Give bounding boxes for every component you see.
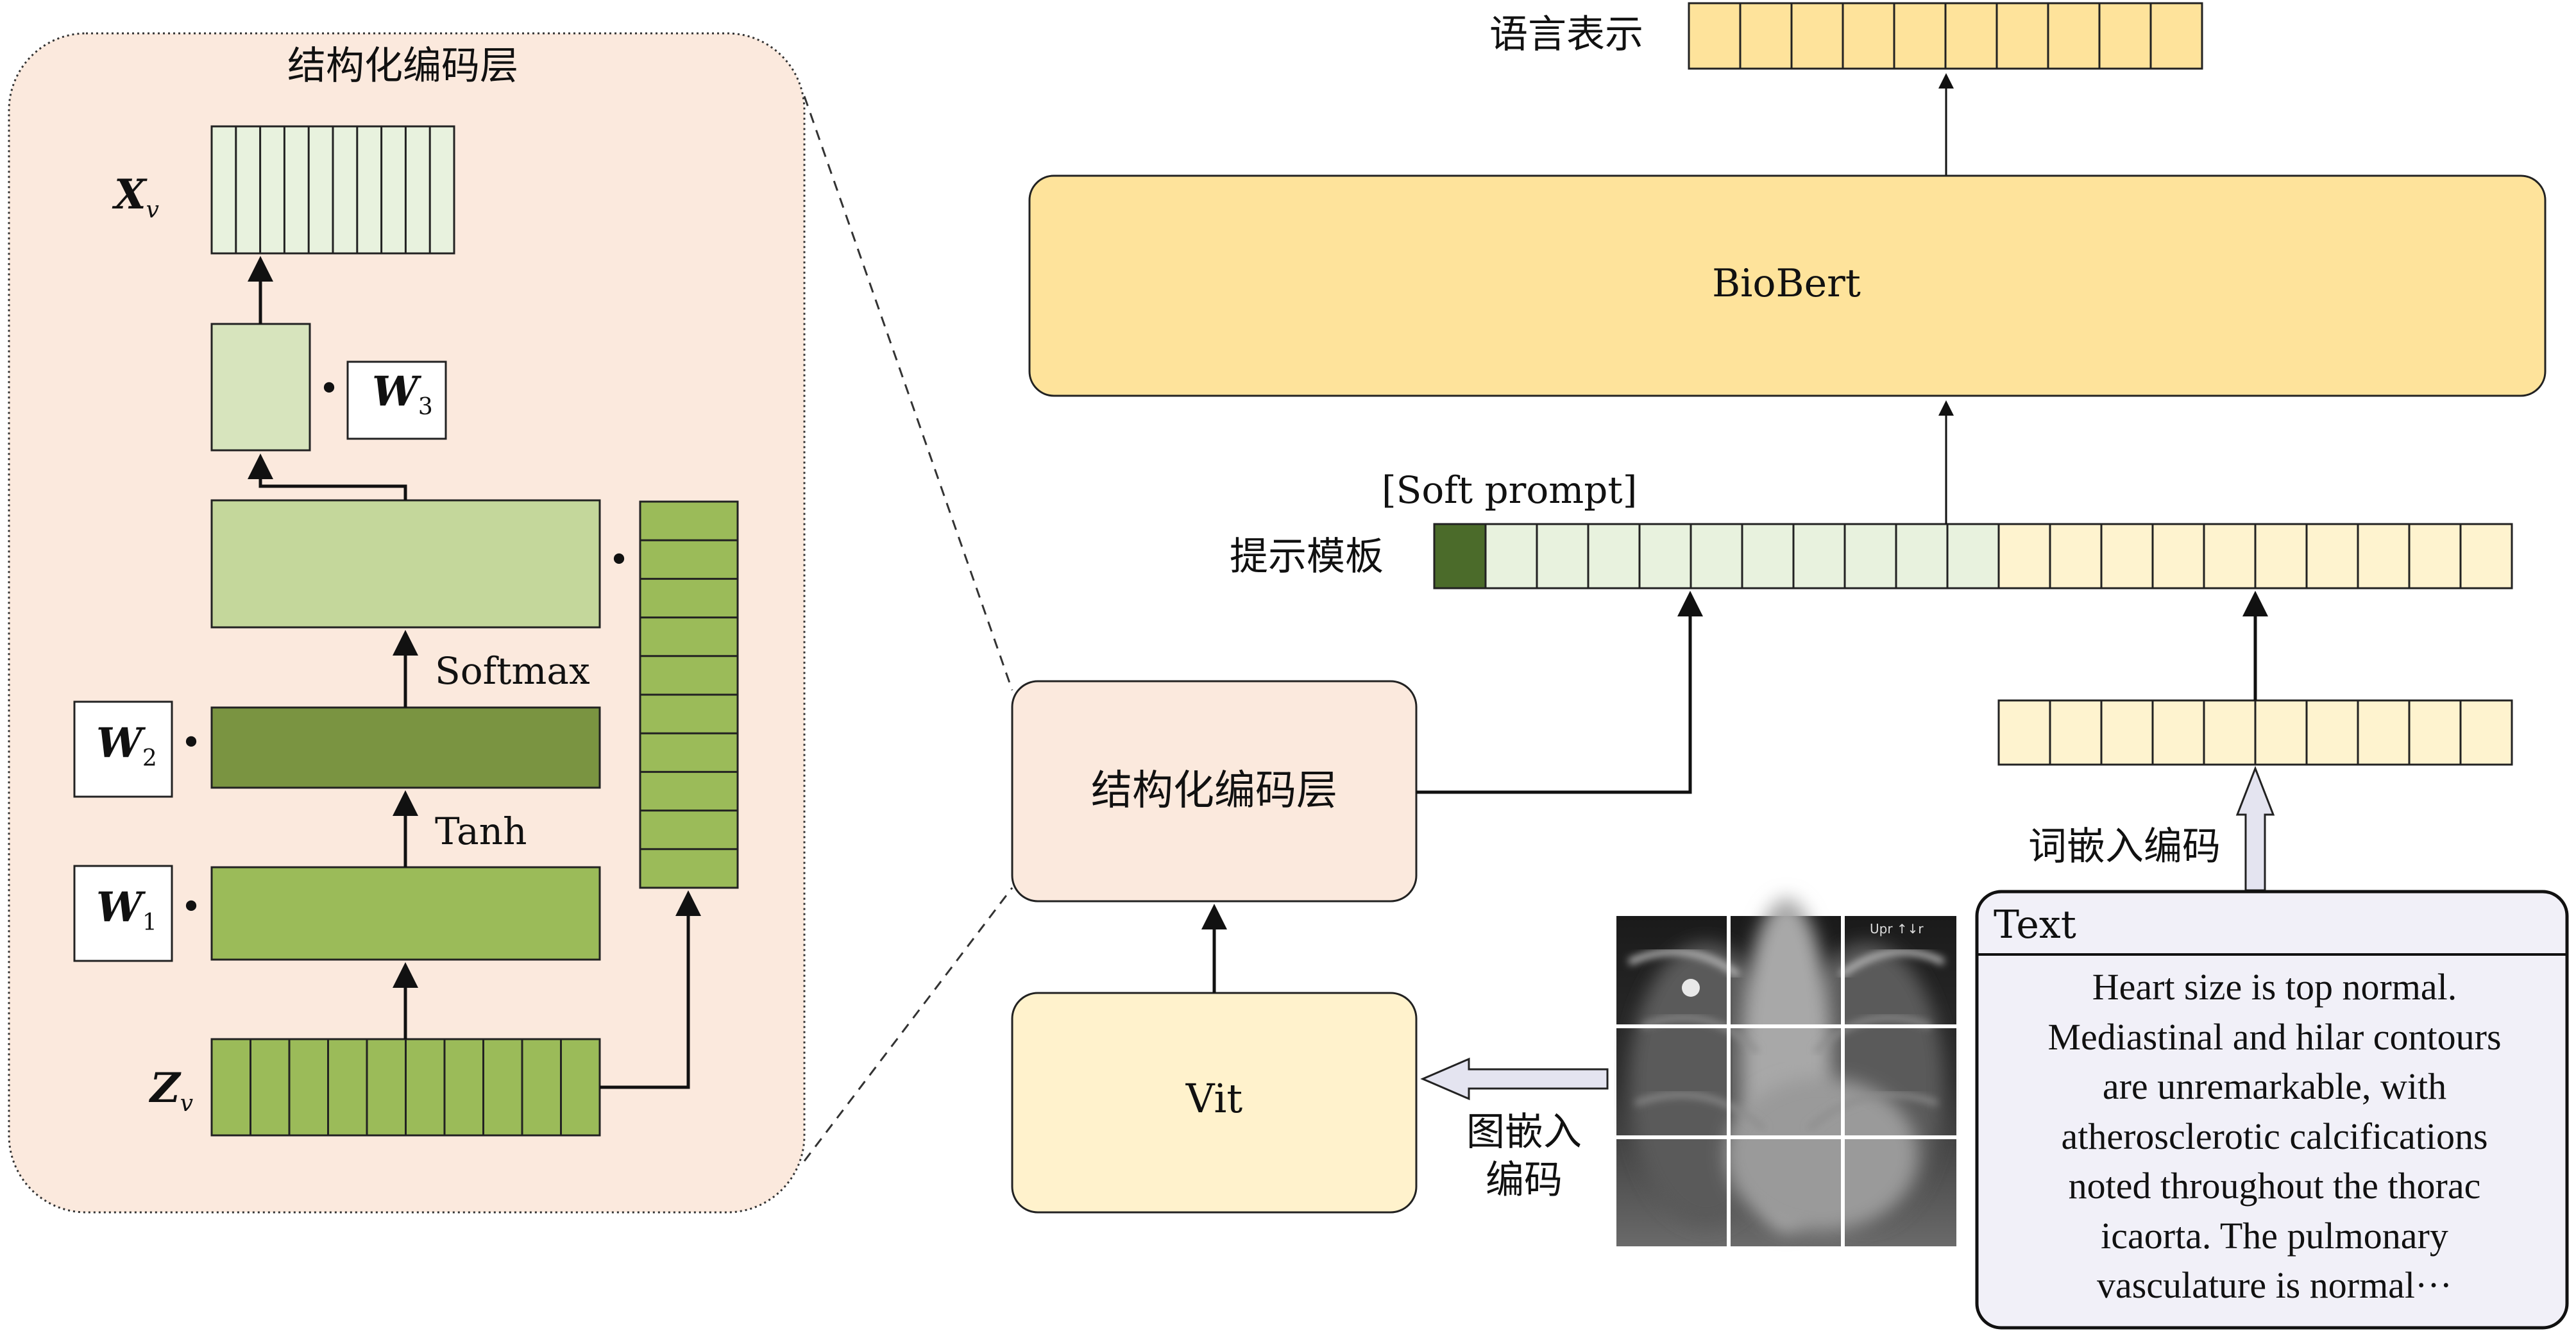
dashed-connector-top <box>803 96 1013 691</box>
arrow-encoder-to-prompt <box>1416 591 1703 794</box>
tanh-label: Tanh <box>435 810 527 853</box>
vertical-vector <box>639 500 739 889</box>
output-label: 语言表示 <box>1489 12 1643 57</box>
text-line: Heart size is top normal. <box>2092 966 2457 1008</box>
biobert-block <box>1028 174 2546 397</box>
w3-dot: • <box>318 368 339 410</box>
image-embed-arrow <box>1420 1057 1609 1101</box>
w1-label: W1 <box>96 883 157 936</box>
word-embed-arrow <box>2235 765 2275 892</box>
text-box-body: Heart size is top normal. Mediastinal an… <box>1983 962 2566 1321</box>
xray-corner-text: Upr ↑↓r <box>1870 921 1924 937</box>
dashed-connector-bottom <box>803 887 1013 1162</box>
text-box <box>1975 890 2569 1330</box>
w1-output-block <box>210 866 601 961</box>
text-line: Mediastinal and hilar contours <box>2047 1015 2502 1058</box>
text-box-title: Text <box>1994 903 2076 947</box>
encoder-panel-title: 结构化编码层 <box>287 44 518 89</box>
w3-output-block <box>210 323 311 452</box>
output-vector <box>1688 2 2203 70</box>
text-line: are unremarkable, with <box>2102 1065 2447 1107</box>
arrow-softmax-to-w3 <box>248 454 407 500</box>
word-embed-label: 词嵌入编码 <box>2028 824 2221 869</box>
zv-label: Zv <box>148 1064 193 1117</box>
biobert-label: BioBert <box>1712 261 1861 306</box>
structured-encoder-label: 结构化编码层 <box>1091 767 1337 815</box>
zv-vector <box>210 1038 601 1137</box>
prompt-template-vector <box>1433 523 2513 589</box>
w3-label: W3 <box>372 368 433 420</box>
text-line: atherosclerotic calcifications <box>2061 1115 2488 1157</box>
text-line: icaorta. The pulmonary <box>2101 1214 2448 1257</box>
image-embed-label-line1: 图嵌入 <box>1466 1110 1582 1155</box>
w2-weight-box <box>73 700 173 798</box>
arrow-zv-to-vertical-vector <box>600 890 701 1089</box>
softmax-label: Softmax <box>435 649 590 693</box>
image-embed-label-line2: 编码 <box>1486 1158 1563 1203</box>
xv-vector <box>210 125 455 255</box>
softmax-output-block <box>210 499 601 629</box>
text-line: noted throughout the thorac <box>2068 1165 2481 1207</box>
tanh-output-block <box>210 706 601 789</box>
w2-label: W2 <box>96 719 157 772</box>
xv-label: Xv <box>112 171 159 223</box>
softmax-dot: • <box>608 539 629 581</box>
word-embedding-vector <box>1997 699 2513 766</box>
w1-weight-box <box>73 865 173 962</box>
w1-dot: • <box>180 886 201 928</box>
w3-weight-box <box>346 360 447 440</box>
vit-label: Vit <box>1185 1075 1243 1122</box>
text-line: vasculature is normal··· <box>2096 1264 2452 1306</box>
prompt-template-label: 提示模板 <box>1230 534 1384 579</box>
w2-dot: • <box>180 722 201 764</box>
soft-prompt-label: [Soft prompt] <box>1382 468 1637 512</box>
chest-xray-image: Upr ↑↓r <box>1616 898 1956 1246</box>
